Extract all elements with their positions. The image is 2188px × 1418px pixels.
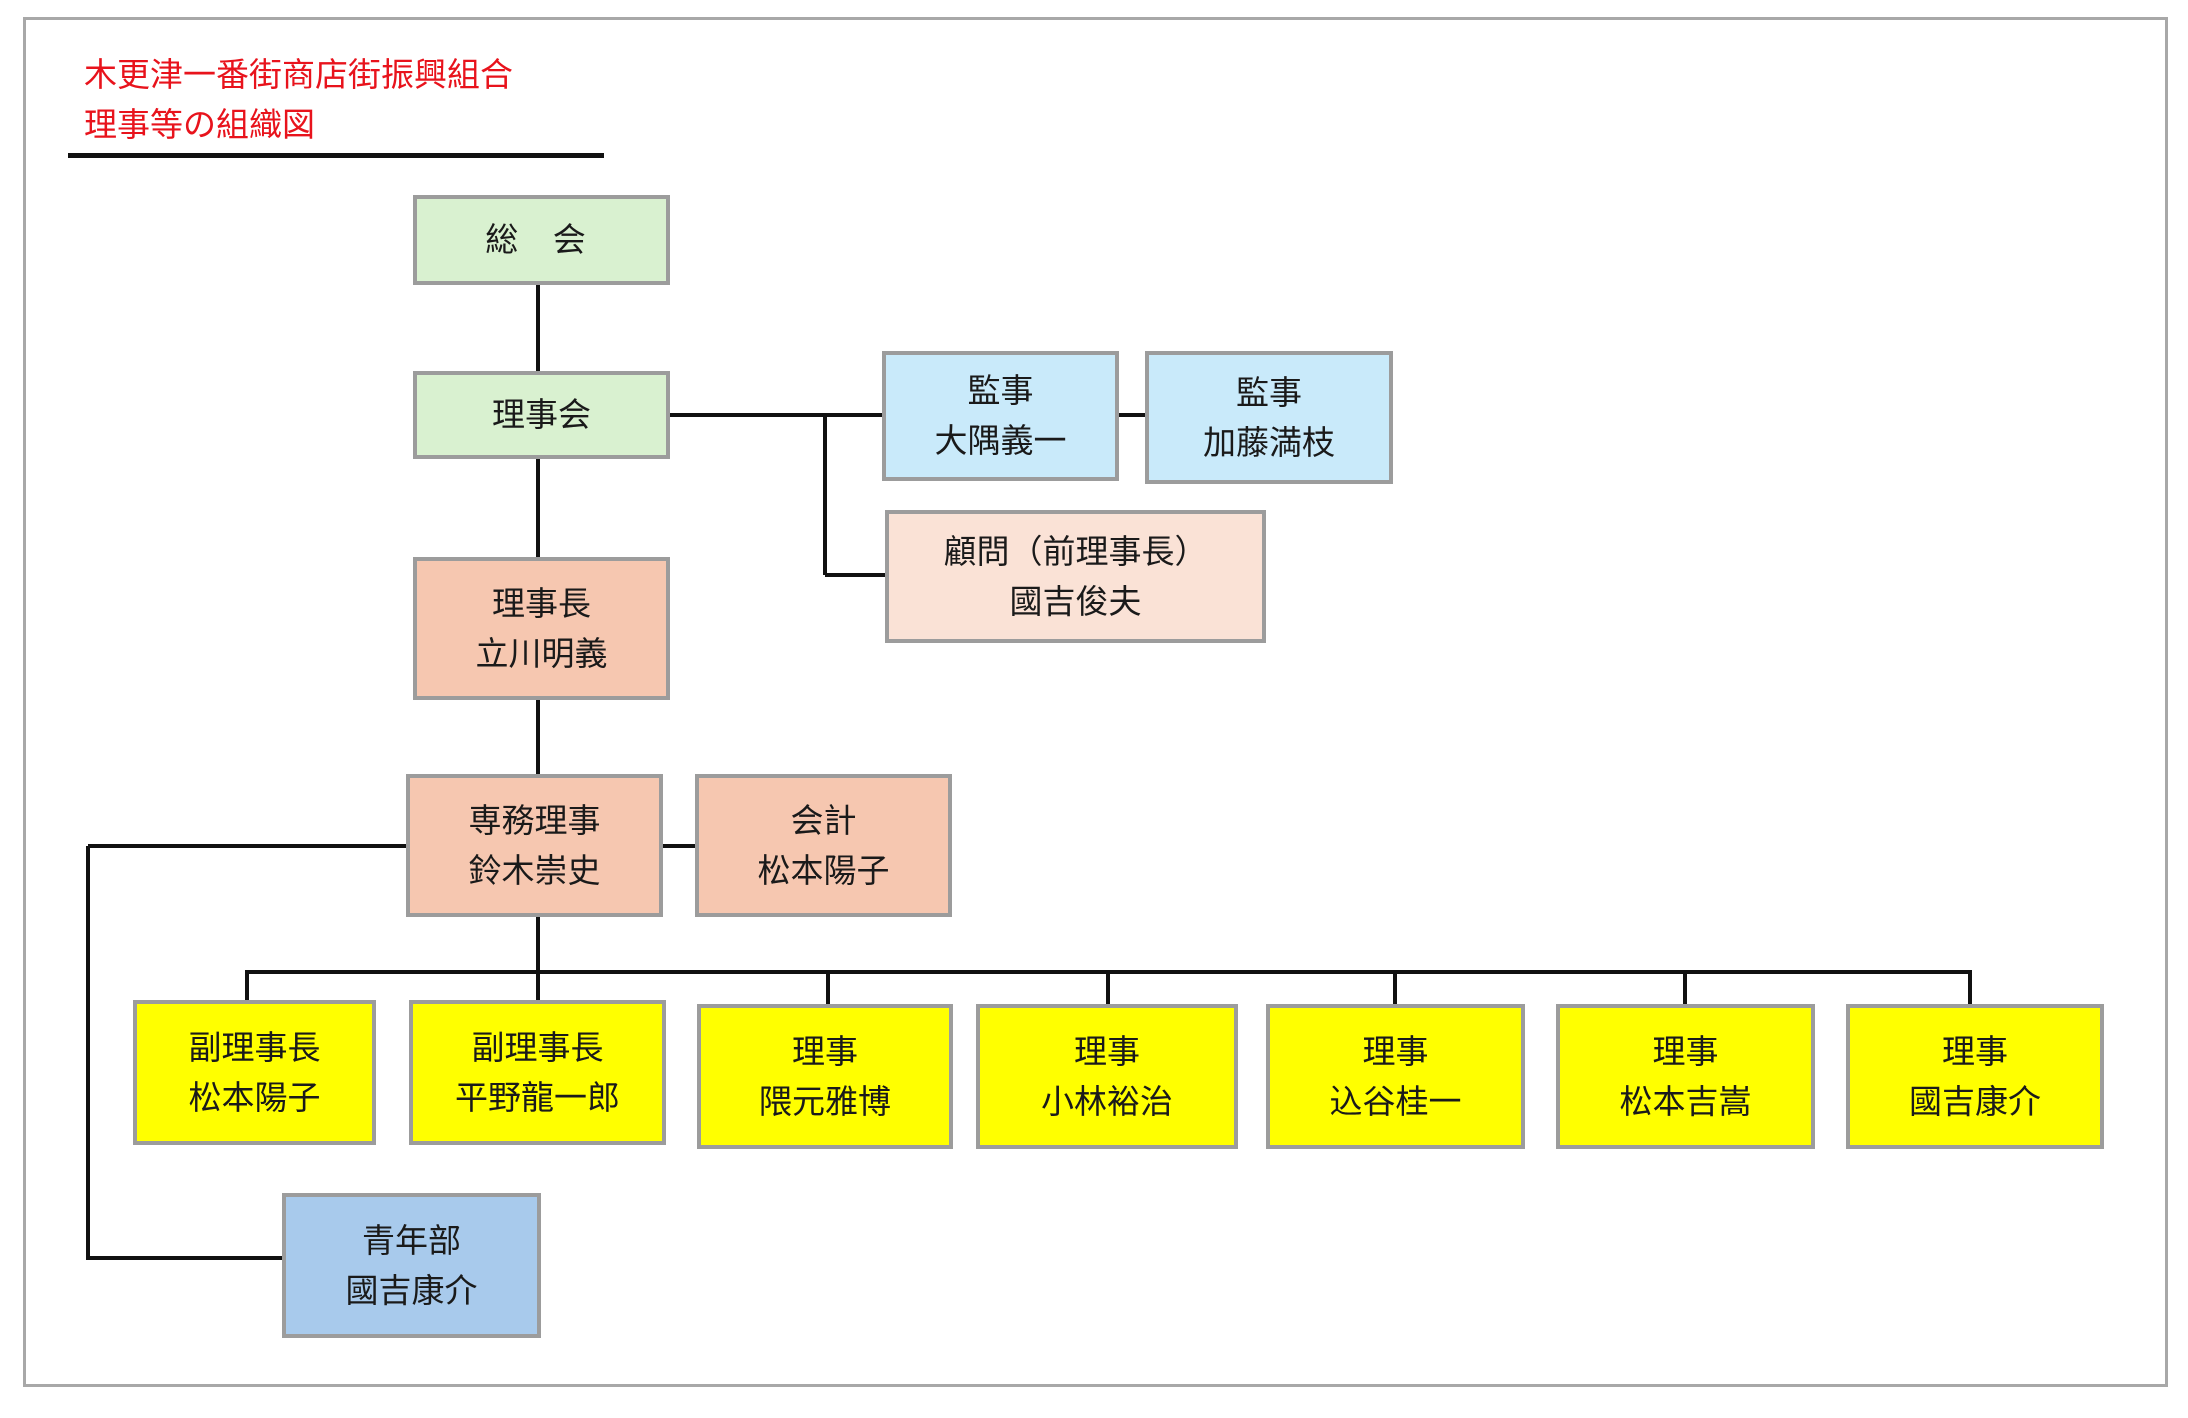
director-box-7: 理事 國吉康介 (1846, 1004, 2104, 1149)
director-6-name: 松本吉嵩 (1619, 1081, 1752, 1121)
advisor-role: 顧問（前理事長） (943, 531, 1208, 571)
director-box-4: 理事 小林裕治 (976, 1004, 1238, 1149)
director-box-2: 副理事長 平野龍一郎 (409, 1000, 666, 1145)
director-3-name: 隈元雅博 (759, 1081, 891, 1121)
chairman-box: 理事長 立川明義 (413, 557, 670, 700)
director-3-role: 理事 (792, 1031, 858, 1071)
auditor-1-name: 大隅義一 (934, 421, 1067, 460)
treasurer-name: 松本陽子 (757, 850, 890, 890)
title-line-2: 理事等の組織図 (84, 105, 315, 144)
director-5-name: 込谷桂一 (1329, 1081, 1462, 1121)
title-line-1: 木更津一番街商店街振興組合 (84, 55, 513, 94)
auditor-box-1: 監事 大隅義一 (882, 351, 1119, 481)
director-box-5: 理事 込谷桂一 (1266, 1004, 1525, 1149)
auditor-2-name: 加藤満枝 (1203, 422, 1335, 462)
auditor-box-2: 監事 加藤満枝 (1145, 351, 1393, 484)
general-assembly-label: 総 会 (485, 220, 598, 259)
youth-name: 國吉康介 (345, 1270, 478, 1310)
advisor-box: 顧問（前理事長） 國吉俊夫 (885, 510, 1266, 643)
advisor-name: 國吉俊夫 (1009, 581, 1142, 621)
board-box: 理事会 (413, 371, 670, 459)
director-1-name: 松本陽子 (188, 1077, 321, 1117)
auditor-1-role: 監事 (967, 371, 1034, 410)
treasurer-box: 会計 松本陽子 (695, 774, 952, 917)
director-4-name: 小林裕治 (1041, 1081, 1173, 1121)
director-6-role: 理事 (1652, 1031, 1719, 1071)
treasurer-role: 会計 (790, 800, 857, 840)
youth-section-box: 青年部 國吉康介 (282, 1193, 541, 1338)
chairman-role: 理事長 (492, 583, 591, 623)
director-7-name: 國吉康介 (1909, 1081, 2041, 1121)
youth-role: 青年部 (362, 1220, 461, 1260)
general-assembly-box: 総 会 (413, 195, 670, 285)
director-4-role: 理事 (1074, 1031, 1140, 1071)
board-label: 理事会 (492, 395, 591, 434)
director-5-role: 理事 (1362, 1031, 1429, 1071)
auditor-2-role: 監事 (1236, 372, 1302, 412)
executive-director-name: 鈴木崇史 (468, 850, 601, 890)
executive-director-box: 専務理事 鈴木崇史 (406, 774, 663, 917)
director-1-role: 副理事長 (188, 1027, 321, 1067)
director-2-name: 平野龍一郎 (455, 1077, 620, 1117)
director-2-role: 副理事長 (471, 1027, 604, 1067)
director-box-6: 理事 松本吉嵩 (1556, 1004, 1815, 1149)
director-box-3: 理事 隈元雅博 (697, 1004, 953, 1149)
diagram-frame (23, 17, 2168, 1387)
executive-director-role: 専務理事 (468, 800, 601, 840)
page-title: 木更津一番街商店街振興組合 理事等の組織図 (84, 50, 513, 150)
title-underline (68, 153, 604, 158)
chairman-name: 立川明義 (475, 633, 608, 673)
director-box-1: 副理事長 松本陽子 (133, 1000, 376, 1145)
director-7-role: 理事 (1942, 1031, 2008, 1071)
